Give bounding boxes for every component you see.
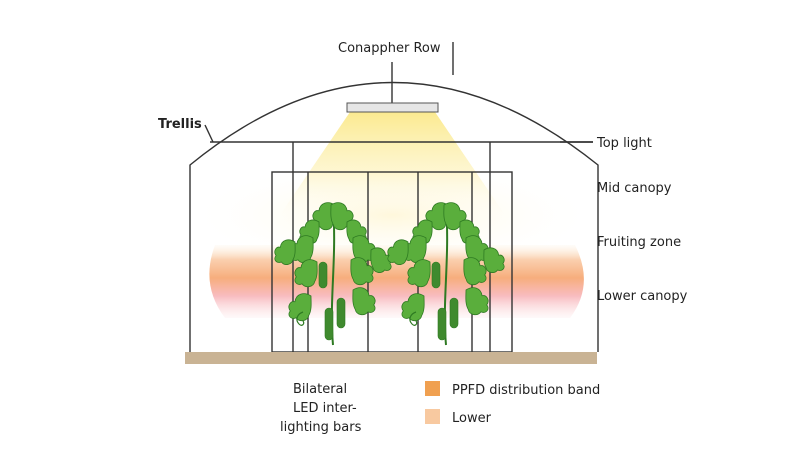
leaf xyxy=(370,247,392,273)
leaf xyxy=(294,259,318,288)
cucumber xyxy=(431,261,441,289)
cucumber-plant-right xyxy=(387,202,505,346)
leaf xyxy=(401,293,425,322)
leaf xyxy=(483,247,505,273)
cucumber xyxy=(318,261,328,289)
leaf xyxy=(288,293,312,322)
leaf xyxy=(407,259,431,288)
cucumber xyxy=(336,297,346,329)
legend: PPFD distribution band Lower xyxy=(425,381,600,426)
tendril xyxy=(409,311,418,326)
mid-canopy-label: Mid canopy xyxy=(597,181,672,196)
leaf xyxy=(387,239,409,265)
fruiting-zone-label: Fruiting zone xyxy=(597,235,681,250)
top-light-cone xyxy=(280,112,505,215)
trellis-label: Trellis xyxy=(158,117,202,132)
lower-canopy-label: Lower canopy xyxy=(597,289,688,304)
top-title-label: Conappher Row xyxy=(338,41,441,56)
soil-bed xyxy=(185,352,597,364)
legend-swatch-lower xyxy=(425,409,440,424)
greenhouse-arch xyxy=(189,81,599,352)
top-light-fixture xyxy=(346,102,439,113)
leaf xyxy=(352,287,376,316)
leaf xyxy=(463,257,487,286)
cucumber xyxy=(437,307,447,341)
cucumber xyxy=(324,307,334,341)
leader-lines xyxy=(204,42,593,143)
bilateral-label-line1: Bilateral xyxy=(293,382,347,397)
bilateral-label-line2: LED inter- xyxy=(293,401,357,416)
tendril xyxy=(296,311,305,326)
bilateral-label-line3: lighting bars xyxy=(280,420,362,435)
leaf xyxy=(350,257,374,286)
leaf xyxy=(465,287,489,316)
leaf xyxy=(274,239,296,265)
cucumber-plant-left xyxy=(274,202,392,346)
cucumber xyxy=(449,297,459,329)
legend-label-lower: Lower xyxy=(452,411,492,426)
top-light-label: Top light xyxy=(596,136,652,151)
legend-swatch-ppfd xyxy=(425,381,440,396)
legend-label-ppfd: PPFD distribution band xyxy=(452,383,600,398)
